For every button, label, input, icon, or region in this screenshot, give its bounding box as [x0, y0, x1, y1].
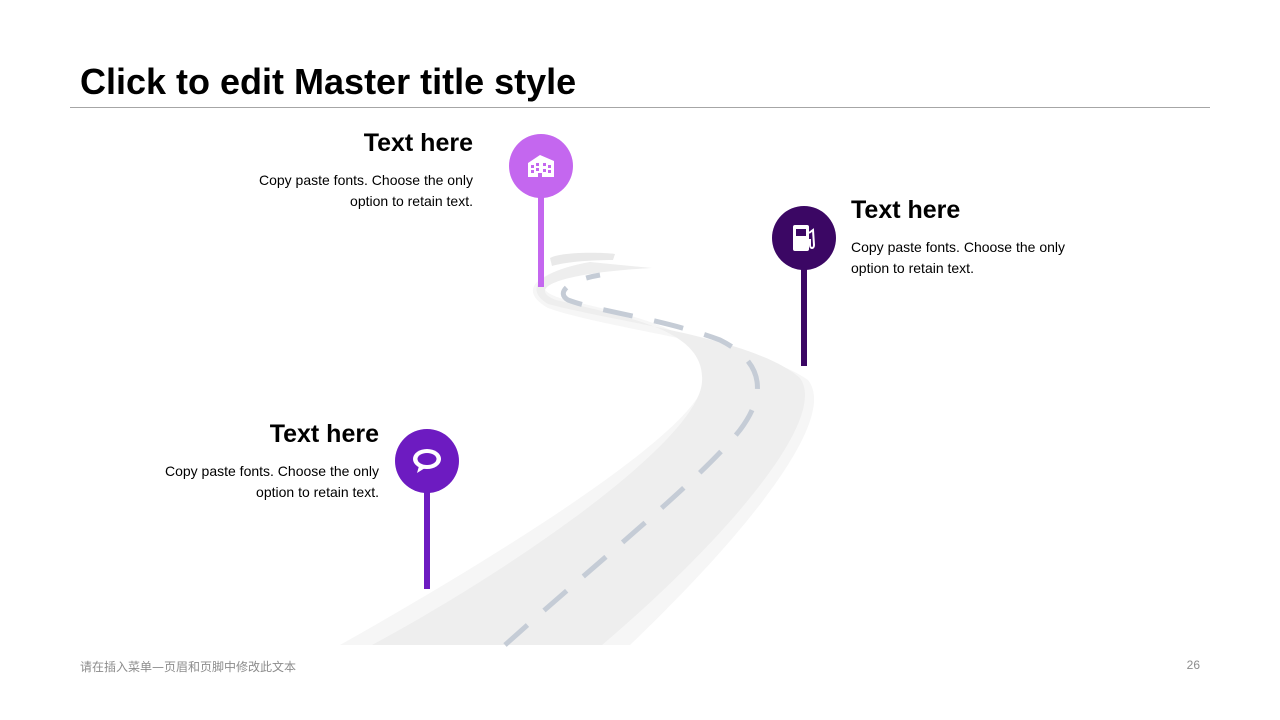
callout-speech: Text here Copy paste fonts. Choose the o… [79, 419, 379, 503]
footer-text[interactable]: 请在插入菜单—页眉和页脚中修改此文本 [80, 660, 297, 674]
callout-body-line: Copy paste fonts. Choose the only [258, 172, 473, 188]
callout-body-line: Copy paste fonts. Choose the only [164, 463, 379, 479]
callout-heading[interactable]: Text here [269, 420, 379, 448]
pin-stem [424, 489, 430, 589]
callout-body-line: option to retain text. [350, 193, 473, 209]
callout-body-line: option to retain text. [256, 484, 379, 500]
lane-marking [503, 272, 760, 647]
callout-body[interactable]: Copy paste fonts. Choose the only option… [79, 461, 379, 503]
page-title[interactable]: Click to edit Master title style [80, 61, 577, 102]
page-number: 26 [1186, 658, 1200, 672]
callout-body[interactable]: Copy paste fonts. Choose the only option… [173, 170, 473, 212]
pin-head [395, 429, 459, 493]
fuel-pump-icon [787, 221, 821, 255]
road-surface [372, 262, 805, 645]
speech-bubble-icon [410, 444, 444, 478]
callout-body[interactable]: Copy paste fonts. Choose the only option… [851, 237, 1151, 279]
title-divider [70, 107, 1210, 108]
callout-heading[interactable]: Text here [363, 129, 473, 157]
callout-fuel: Text here Copy paste fonts. Choose the o… [851, 195, 1151, 279]
callout-building: Text here Copy paste fonts. Choose the o… [173, 128, 473, 212]
callout-heading[interactable]: Text here [851, 196, 961, 224]
building-icon [524, 149, 558, 183]
callout-body-line: Copy paste fonts. Choose the only [851, 239, 1066, 255]
road-distant [550, 252, 615, 266]
callout-body-line: option to retain text. [851, 260, 974, 276]
pin-stem [801, 266, 807, 366]
pin-head [772, 206, 836, 270]
pin-stem [538, 194, 544, 287]
pin-head [509, 134, 573, 198]
